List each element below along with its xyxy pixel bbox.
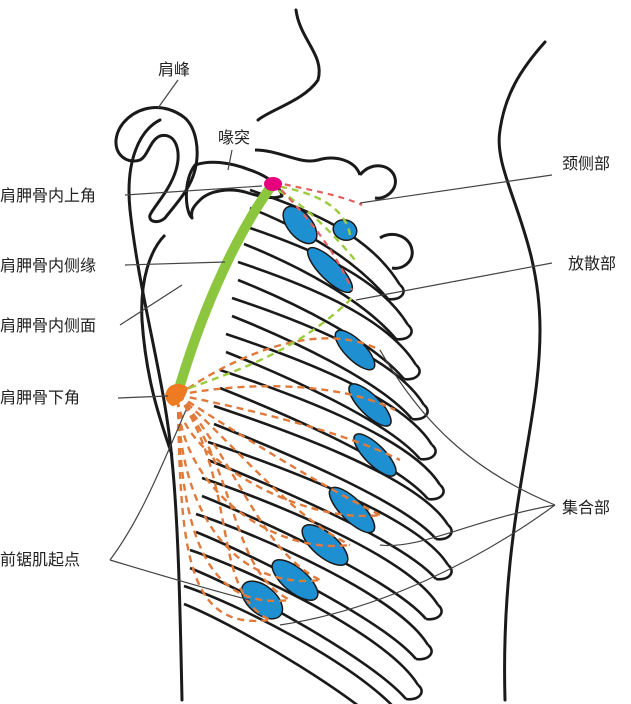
label-coracoid: 喙突 <box>218 128 251 147</box>
rib-lower-edge <box>213 422 437 540</box>
rib-lower-edge <box>231 314 413 420</box>
fiber-line <box>176 399 321 583</box>
fiber-line <box>177 337 381 396</box>
origin-patch <box>348 383 392 427</box>
fiber-line <box>177 393 401 462</box>
rib-tip <box>415 643 433 661</box>
rib-tip <box>411 403 429 421</box>
label-medial-surface: 肩胛骨内侧面 <box>0 316 97 335</box>
rib-lower-edge <box>249 206 389 300</box>
fiber-line <box>177 385 396 412</box>
label-medial-border: 肩胛骨内侧缘 <box>0 256 97 275</box>
rib-upper-edge <box>213 404 450 526</box>
fiber-line <box>177 394 351 547</box>
rib-upper-edge <box>201 476 440 606</box>
fiber-line <box>177 394 291 602</box>
fiber-line <box>176 399 381 518</box>
rib-upper-edge <box>189 548 420 686</box>
origin-patch <box>328 486 376 534</box>
red-fibers <box>273 180 363 291</box>
fiber-line <box>177 393 381 517</box>
rib-lower-edge <box>207 458 437 580</box>
rib-lower-edge <box>219 386 429 500</box>
fiber-line <box>177 394 321 582</box>
medial-border-line <box>173 183 275 397</box>
rib-tip <box>405 683 423 701</box>
label-origin: 前锯肌起点 <box>0 550 81 569</box>
rib-lower-edge <box>237 278 405 380</box>
label-acromion: 肩峰 <box>158 60 191 79</box>
rib-upper-edge <box>219 368 442 486</box>
muscle-fibers <box>176 337 401 623</box>
rib-upper-edge <box>237 260 418 366</box>
label-superior-angle: 肩胛骨内上角 <box>0 186 97 205</box>
rib-upper-edge <box>183 584 393 704</box>
origin-patch <box>271 559 319 601</box>
rib-lower-edge <box>183 602 359 704</box>
origin-patches <box>240 205 397 620</box>
rib-lower-edge <box>201 494 427 620</box>
label-cervical-part: 颈侧部 <box>562 154 611 173</box>
fiber-line <box>176 399 351 548</box>
rib-tip <box>425 603 443 621</box>
origin-patch <box>332 218 358 242</box>
acromion-shape <box>114 106 199 224</box>
label-convergent-part: 集合部 <box>562 498 611 517</box>
coracoid-shape <box>184 160 284 220</box>
leader-lines <box>109 79 556 626</box>
rib-upper-edge <box>231 296 426 406</box>
rib-lower-edge <box>225 350 421 460</box>
fiber-line <box>176 399 271 623</box>
rib-tip <box>387 283 405 301</box>
rib-lower-edge <box>243 242 397 340</box>
rib-tip <box>395 323 413 341</box>
rib-tip <box>427 483 445 501</box>
superior-angle-marker <box>264 177 282 191</box>
label-radiating-part: 放散部 <box>568 254 617 273</box>
inferior-angle-marker <box>165 383 188 406</box>
rib-lower-edge <box>189 566 407 700</box>
shoulder-bones <box>114 106 414 456</box>
body-outline <box>127 8 547 702</box>
rib-upper-edge <box>225 332 434 446</box>
origin-patch <box>282 205 318 245</box>
fiber-line <box>177 394 271 622</box>
rib-tip <box>435 523 453 541</box>
rib-tip <box>419 443 437 461</box>
label-inferior-angle: 肩胛骨下角 <box>0 388 81 407</box>
rib-tip <box>435 563 453 581</box>
fiber-line <box>176 399 291 603</box>
rib-tip <box>403 363 421 381</box>
